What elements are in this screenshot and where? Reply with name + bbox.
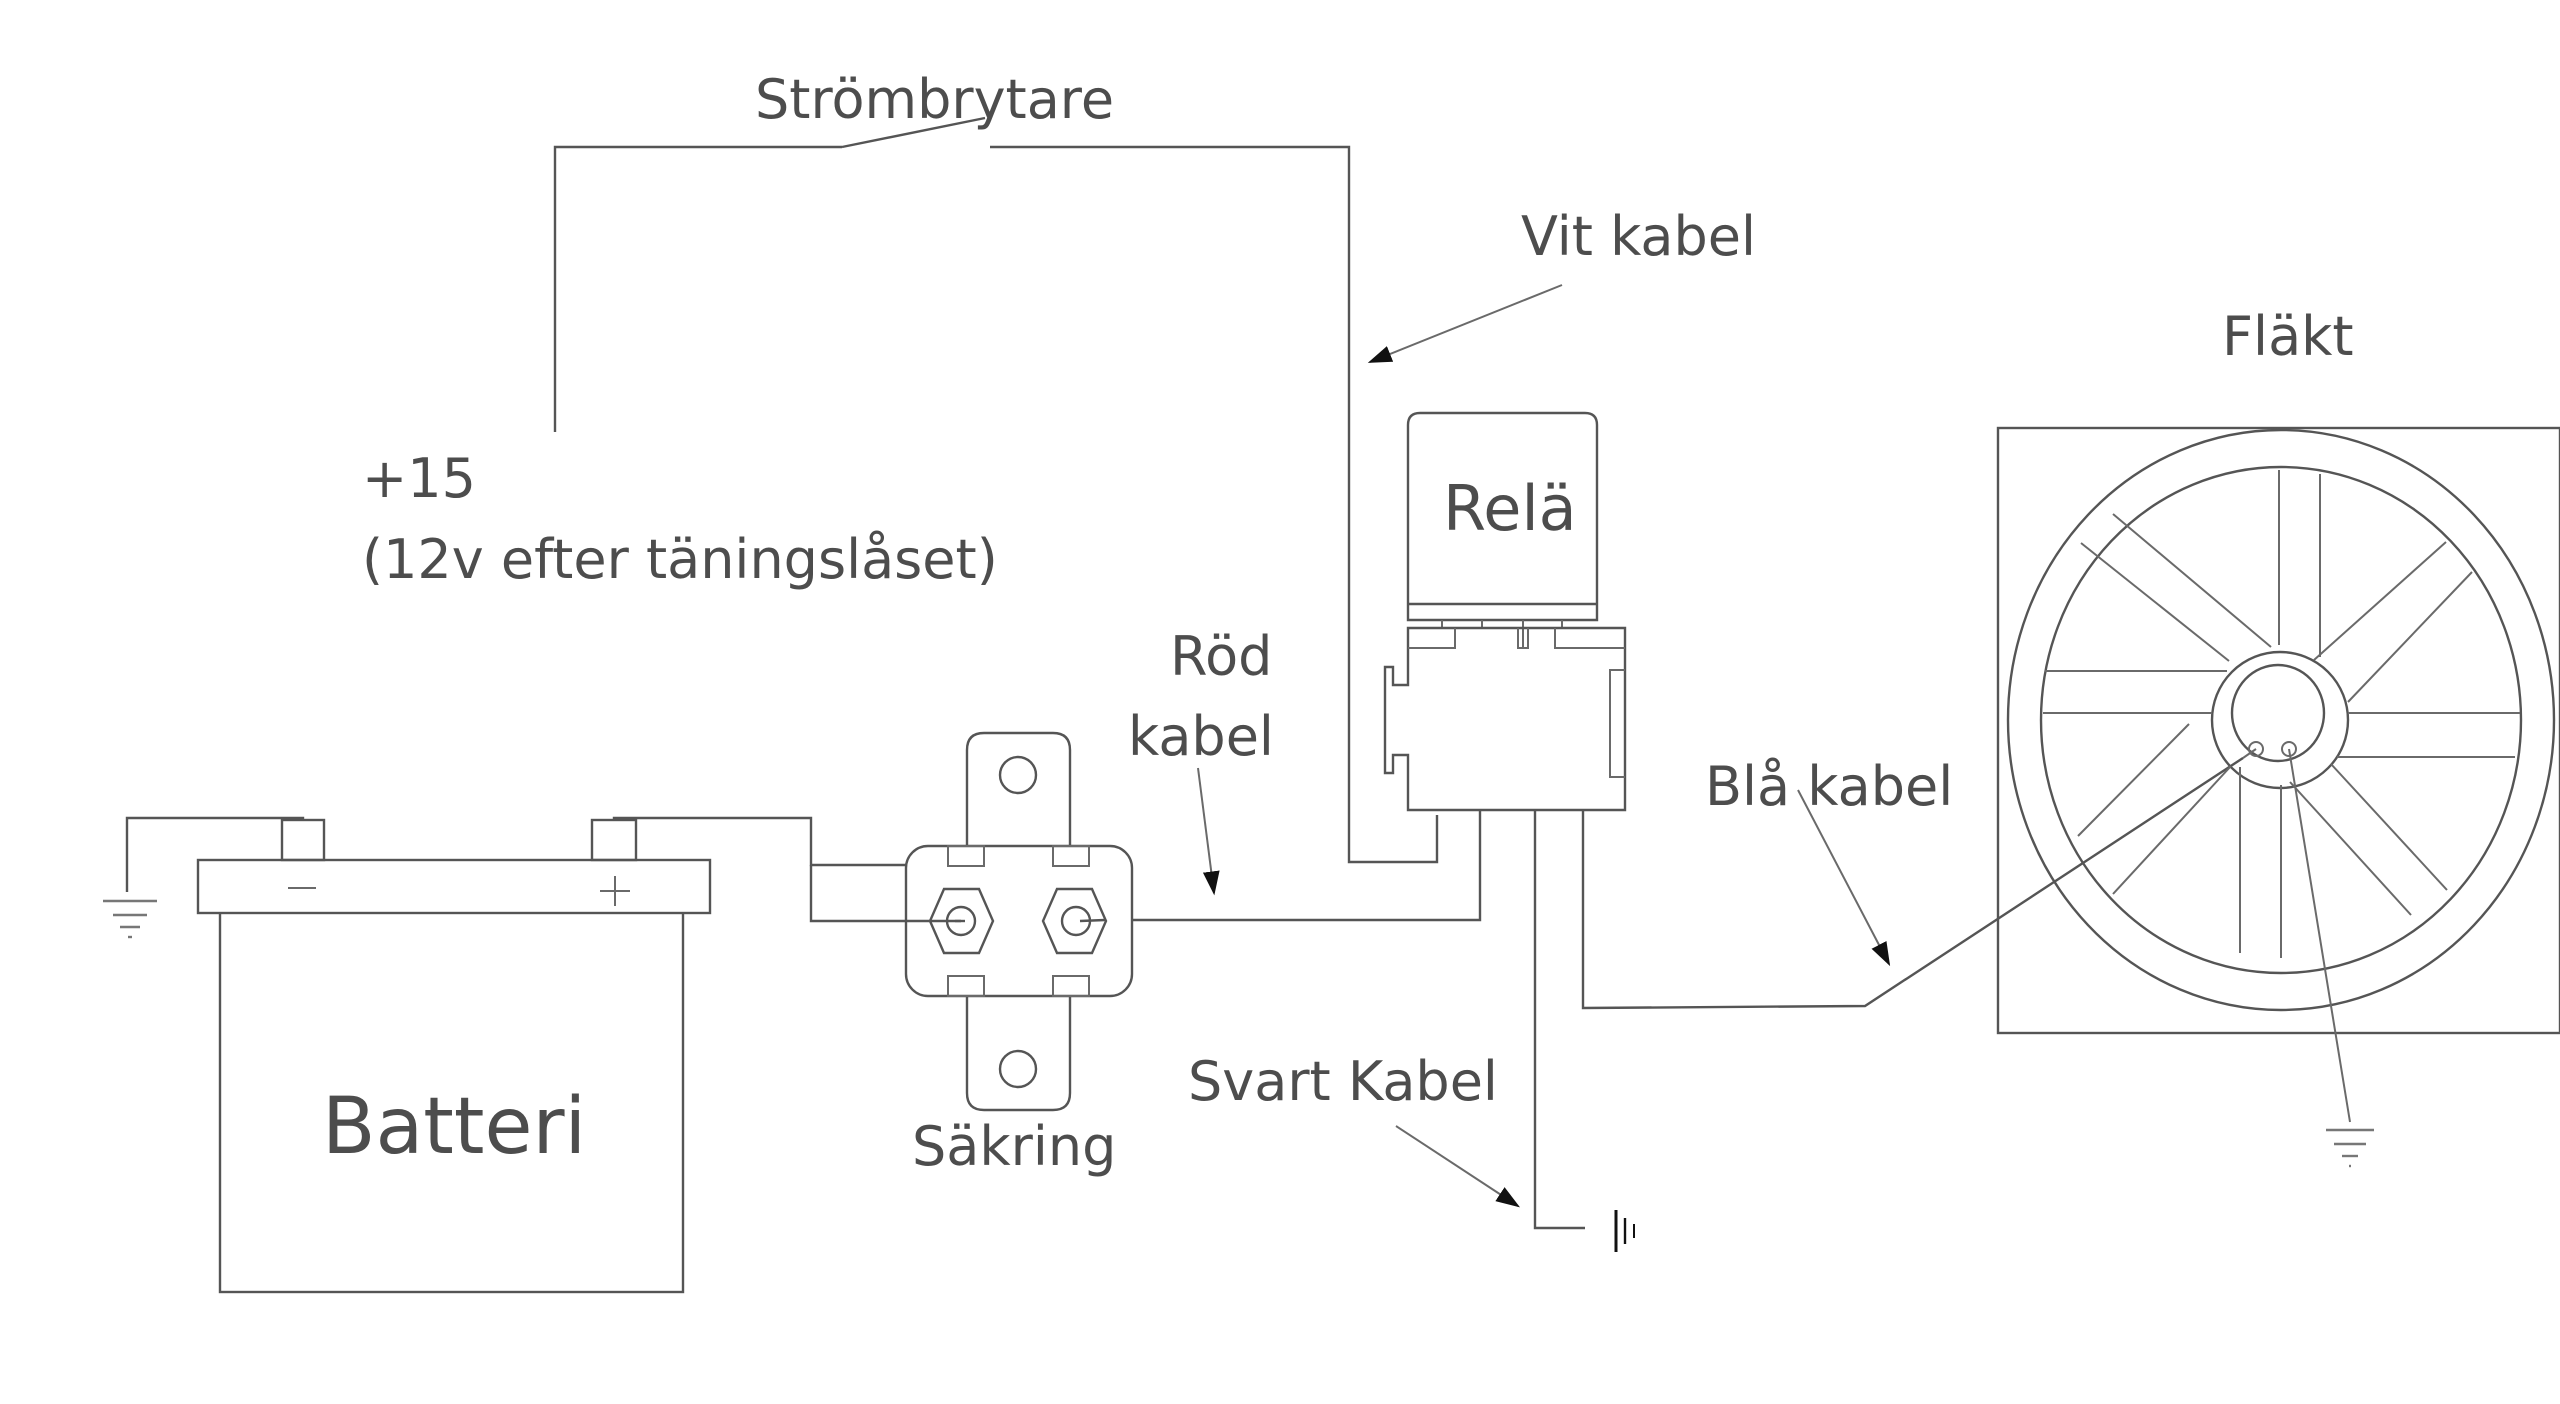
red-cable-wire: [1105, 810, 1482, 922]
relay: [1383, 411, 1627, 812]
fuse-tab-bottom-hole: [998, 1049, 1038, 1089]
fan-hub-inner: [2230, 663, 2326, 763]
fan-frame: [1996, 426, 2560, 1035]
battery: [196, 818, 712, 1294]
fuse-tab-top: [965, 731, 1072, 846]
fuse-tab-top-hole: [998, 755, 1038, 795]
white-cable-label: Vit kabel: [1521, 205, 1756, 268]
fan: [1996, 426, 2560, 1123]
fan-inner-ring: [2039, 465, 2523, 975]
battery-lid: [196, 858, 712, 915]
ground-symbol-battery: [103, 899, 157, 939]
fuse-nut-right: [1041, 887, 1108, 955]
relay-base-notch-left: [1408, 628, 1456, 649]
switch-to-relay-wire: [990, 145, 1439, 864]
fan-terminal-ground: [2281, 741, 2297, 757]
relay-cap: [1406, 411, 1599, 622]
blue-cable-to-fan-terminal: [2242, 748, 2257, 759]
fuse-clip: [1052, 975, 1090, 997]
blue-cable-label: Blå kabel: [1705, 755, 1953, 818]
relay-label: Relä: [1443, 472, 1577, 545]
battery-terminal-negative: [280, 818, 326, 862]
battery-label: Batteri: [322, 1082, 586, 1172]
battery-negative-wire: [125, 816, 305, 892]
switch-label: Strömbrytare: [755, 68, 1114, 131]
fuse-clip: [947, 845, 985, 867]
fuse-clip: [1052, 845, 1090, 867]
switch: [553, 116, 1439, 864]
fan-ground-wire: [2288, 748, 2351, 1123]
fan-label: Fläkt: [2222, 305, 2354, 368]
fan-outer-ring: [2006, 428, 2556, 1012]
fuse-label: Säkring: [912, 1115, 1116, 1178]
relay-base-side-right: [1609, 669, 1625, 778]
relay-base-notch-right: [1554, 628, 1625, 649]
red-cable-arrow: [1197, 767, 1220, 896]
switch-lever: [841, 116, 986, 149]
fuse-input-wire-bend: [809, 865, 961, 923]
fan-blades: [2043, 470, 2520, 958]
black-cable-wire: [1533, 810, 1585, 1230]
black-cable-arrow: [1395, 1125, 1521, 1208]
battery-positive-wire: [612, 816, 955, 867]
relay-base-notch-center: [1517, 628, 1529, 649]
blue-cable-arrow: [1797, 789, 1891, 967]
ignition-label-line1: +15: [362, 447, 476, 510]
battery-terminal-positive: [590, 818, 638, 862]
fuse-clip: [947, 975, 985, 997]
red-cable-label-line1: Röd: [1170, 625, 1272, 688]
ground-symbol-fan: [2326, 1128, 2374, 1168]
ignition-wire: [553, 145, 842, 432]
ignition-label-line2: (12v efter täningslåset): [362, 528, 998, 591]
fuse-output-wire: [1079, 918, 1106, 923]
ground-symbol-relay: [1614, 1210, 1635, 1252]
black-cable-label: Svart Kabel: [1188, 1050, 1498, 1113]
fan-terminal-positive: [2248, 741, 2264, 757]
red-cable-label-line2: kabel: [1128, 705, 1274, 768]
relay-base: [1383, 626, 1627, 812]
fuse: [904, 731, 1134, 1112]
fuse-tab-bottom: [965, 996, 1072, 1112]
white-cable-arrow: [1367, 284, 1563, 363]
